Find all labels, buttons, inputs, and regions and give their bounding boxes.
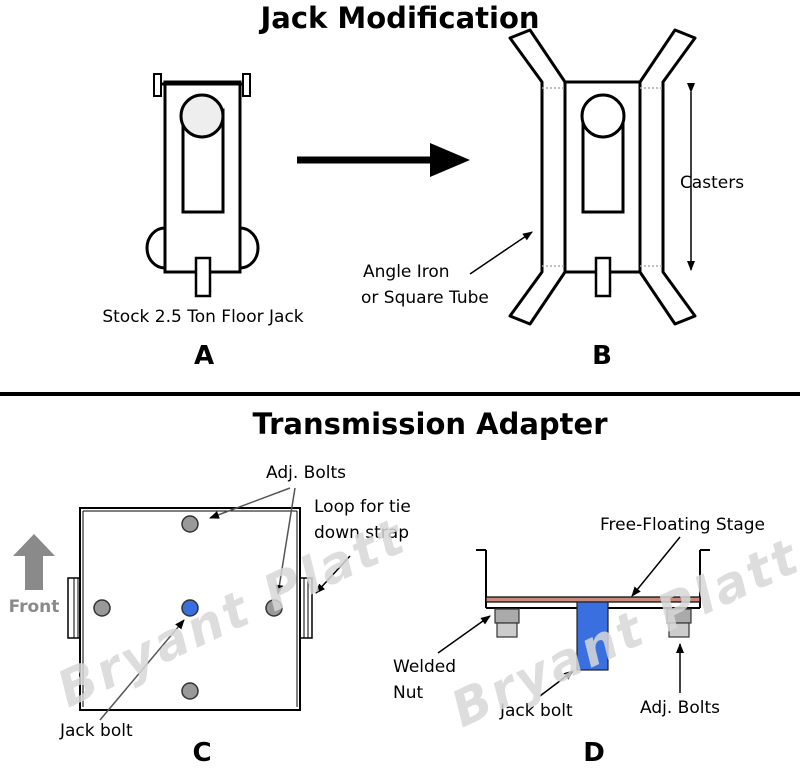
watermark-right: Bryant Platt	[443, 527, 800, 739]
panel-label-a: A	[194, 341, 214, 371]
welded-nut-label-line2: Nut	[393, 683, 423, 703]
casters-label: Casters	[680, 173, 744, 193]
angle-iron-label-line1: Angle Iron	[363, 262, 450, 282]
adjustment-bolts-top-view	[93, 515, 283, 700]
panel-label-b: B	[592, 341, 612, 371]
stock-jack-label: Stock 2.5 Ton Floor Jack	[102, 307, 303, 327]
jack-bolt-label-d: Jack bolt	[499, 701, 573, 721]
welded-nuts	[494, 608, 692, 638]
loop-pointer	[315, 555, 351, 594]
adj-bolts-label-d: Adj. Bolts	[640, 698, 720, 718]
modified-jack-drawing	[508, 28, 697, 326]
modification-arrow	[297, 143, 470, 177]
stock-floor-jack-drawing	[145, 73, 260, 298]
adj-bolts-label-c: Adj. Bolts	[266, 463, 346, 483]
adj-bolts-pointers	[209, 487, 296, 595]
loop-label-line1: Loop for tie	[314, 497, 411, 517]
free-floating-stage-label: Free-Floating Stage	[600, 515, 765, 535]
panel-label-c: C	[192, 738, 211, 768]
angle-iron-pointer	[469, 231, 533, 275]
angle-iron-label-line2: or Square Tube	[361, 288, 489, 308]
stage-pointer	[631, 536, 681, 597]
jack-bolt-side-view	[576, 601, 609, 671]
section-title-jack-modification: Jack Modification	[258, 1, 539, 35]
panel-label-d: D	[583, 738, 605, 768]
jack-bolt-pointer-d	[539, 670, 574, 697]
jack-bolt-label-c: Jack bolt	[59, 721, 133, 741]
section-title-transmission-adapter: Transmission Adapter	[252, 407, 608, 441]
front-arrow	[13, 534, 55, 590]
front-label: Front	[9, 597, 60, 617]
loop-label-line2: down strap	[314, 523, 409, 543]
welded-nut-label-line1: Welded	[393, 657, 456, 677]
jack-bolt-top-view	[181, 599, 199, 617]
jack-bolt-pointer-c	[99, 619, 185, 721]
welded-nut-pointer	[437, 615, 491, 654]
